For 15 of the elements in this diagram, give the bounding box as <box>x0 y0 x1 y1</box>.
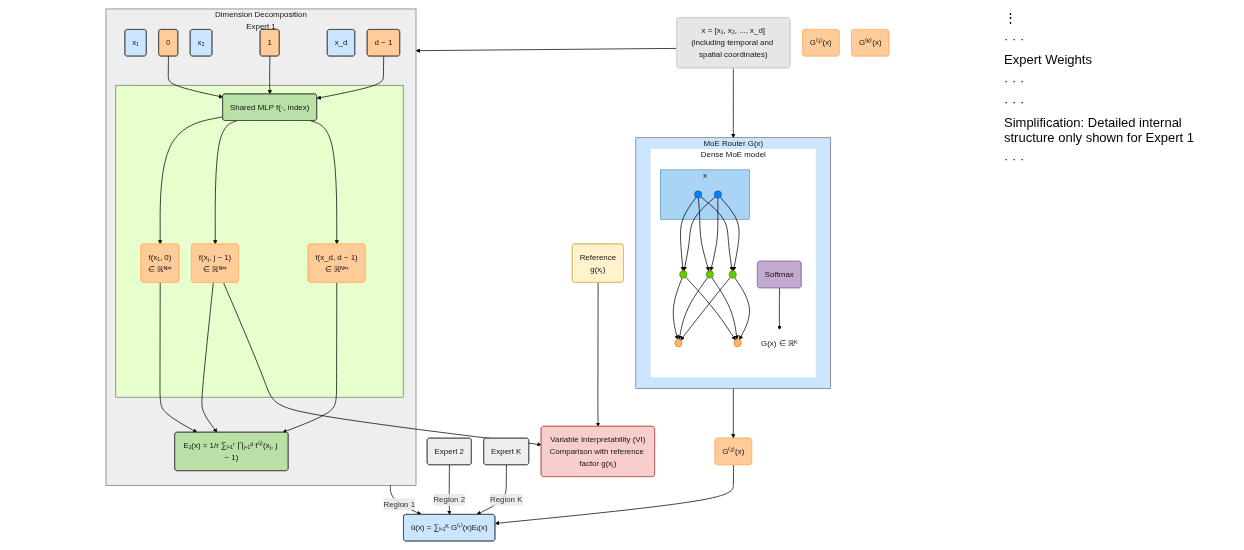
note-label: · · · <box>1004 73 1026 88</box>
node-circle <box>713 190 722 199</box>
note-label: · · · <box>1004 151 1026 166</box>
node-circle <box>705 270 714 279</box>
node-circle <box>733 339 742 348</box>
node-circle <box>673 339 682 348</box>
cluster <box>115 84 403 398</box>
node-circle <box>678 270 687 279</box>
note-label: · · · <box>1004 94 1026 109</box>
note-label: ⋮ <box>1004 10 1018 25</box>
node-circle <box>728 270 737 279</box>
note-label: Simplification: Detailed internal structure only shown for Expert 1 <box>1004 115 1196 145</box>
note-label: Expert Weights <box>1004 52 1093 67</box>
node-circle <box>693 190 702 199</box>
note-label: · · · <box>1004 31 1026 46</box>
